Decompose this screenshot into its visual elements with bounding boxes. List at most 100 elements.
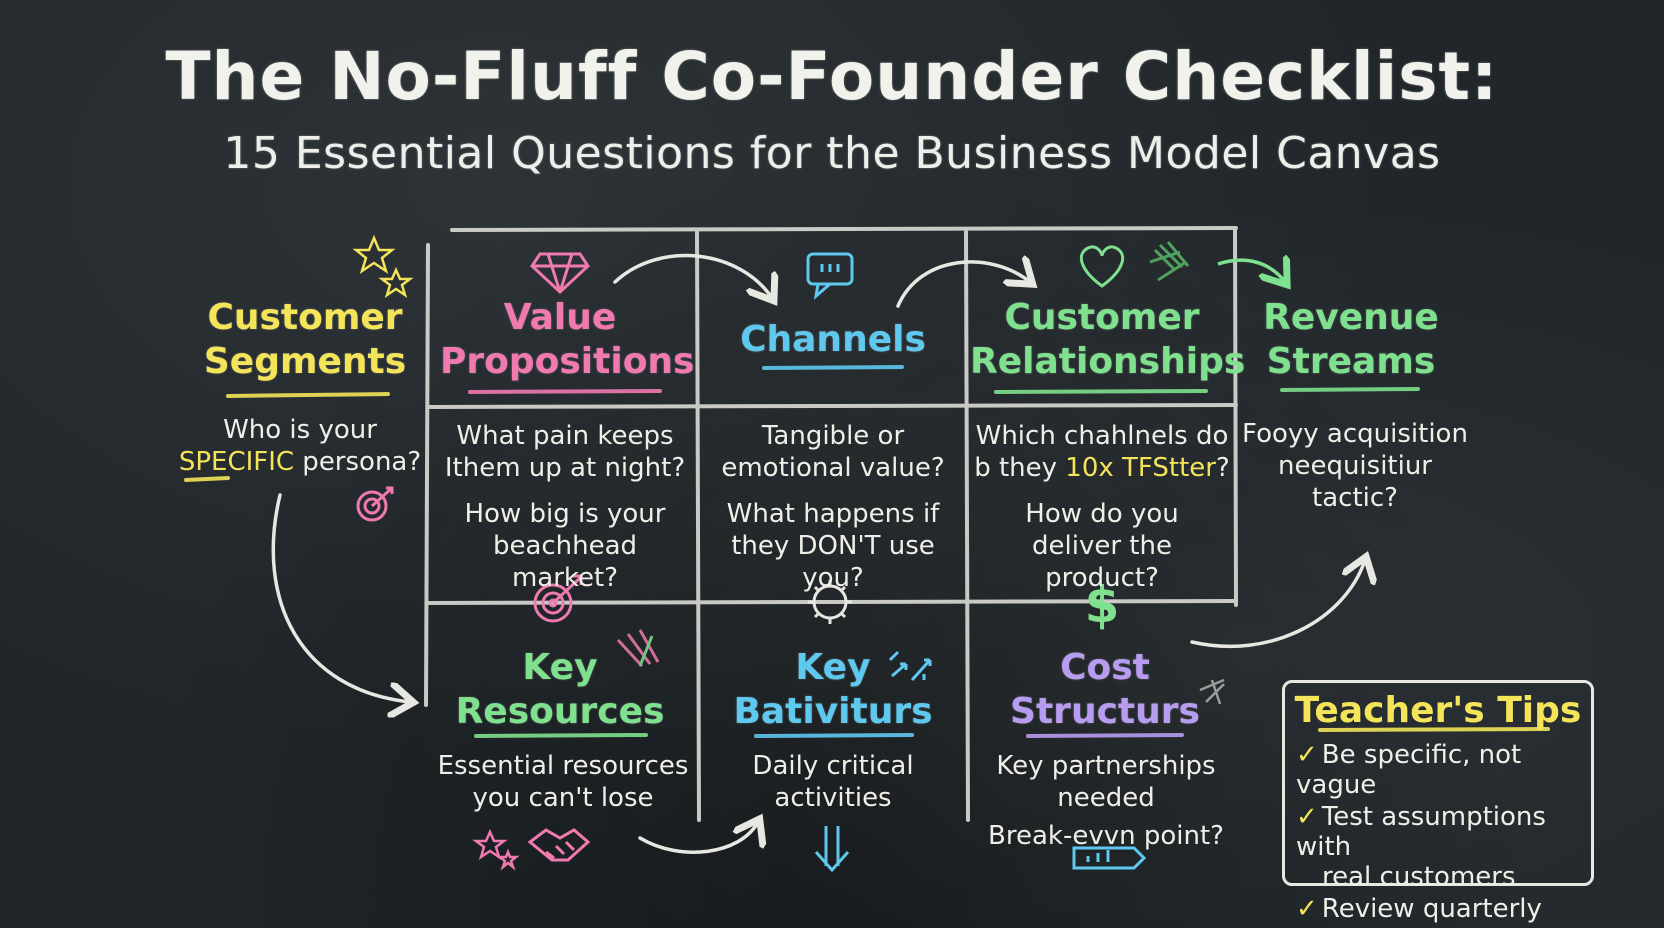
spark-icon [888,650,932,682]
heading-line: Customer [1004,297,1200,338]
heading-line: Bativiturs [733,691,933,732]
heading-line: Cost [1060,647,1150,688]
channels-heading: Channels [740,319,926,360]
question-line: Ithem up at night? [444,453,686,483]
heading-line: Key [795,647,871,688]
heading-line: Segments [203,341,407,382]
heading-line: Revenue [1263,297,1439,338]
chalk-scribble [1199,678,1225,705]
question-line: Essential resources [437,751,689,781]
flow-arrow [896,262,1030,308]
question-line: tactic? [1312,483,1398,513]
flow-arrow [271,493,410,702]
customer-relationships-question: How do you deliver the product? [974,498,1230,594]
revenue-streams-heading: Revenue Streams [1240,296,1462,384]
teachers-tips-box [1282,680,1594,886]
flow-arrow [1190,560,1365,649]
question-line: emotional value? [721,453,945,483]
battery-icon [1072,846,1147,870]
question-text: b they [974,453,1066,483]
key-activities-question: Daily critical activities [706,750,960,814]
handshake-icon [527,828,591,862]
cost-structure-question: Key partnerships needed [976,750,1236,814]
value-propositions-question: How big is your beachhead market? [440,498,690,594]
question-line: What pain keeps [456,421,674,451]
question-line: Key partnerships [996,751,1216,781]
tip-text: Review quarterly [1321,894,1542,924]
heading-line: Propositions [440,341,695,382]
customer-segments-heading: Customer Segments [190,296,420,384]
tip-item: ✓Review quarterly [1296,894,1588,924]
question-line: needed [1057,783,1155,813]
teachers-tips-title: Teacher's Tips [1294,690,1582,731]
lightning-icon [616,629,660,668]
question-line: deliver the product? [1032,531,1172,593]
tip-text: Be specific, not vague [1296,740,1522,800]
cost-structure-heading: Cost Structurs [980,646,1230,734]
gear-icon [808,580,852,624]
download-arrow-icon [814,826,850,873]
cost-structure-question: Break-evvn point? [988,821,1224,851]
diamond-icon [530,252,590,295]
heading-line: Relationships [970,341,1246,382]
channels-question: What happens if they DON'T use you? [706,498,960,594]
channels-question: Tangible or emotional value? [706,420,960,484]
question-line: Tangible or [761,421,905,451]
flow-arrow [638,822,758,854]
dollar-icon: $ [1085,576,1120,634]
customer-relationships-question: Which chahlnels do b they 10x TFStter? [974,420,1230,484]
heading-line: Key [522,647,598,688]
key-resources-question: Essential resources you can't lose [436,750,690,814]
checkmark-icon: ✓ [1296,802,1318,832]
tip-item: ✓Test assumptions with [1296,802,1588,862]
question-line: Daily critical [752,751,914,781]
question-line: neequisitiur [1277,451,1433,481]
flow-arrow [613,253,772,298]
key-activities-heading: Key Bativiturs [710,646,956,734]
checkmark-icon: ✓ [1296,740,1318,770]
key-resources-heading: Key Resources [440,646,680,734]
question-line: activities [774,783,892,813]
star-icon [352,234,414,298]
target-icon [356,486,394,522]
highlight-text: 10x TFStter [1065,453,1216,483]
question-line: Which chahlnels do [975,421,1229,451]
question-line: you can't lose [472,783,654,813]
question-line: beachhead market? [492,531,638,593]
tip-item: ✓Be specific, not vague [1296,740,1588,800]
teachers-tips-list: ✓Be specific, not vague ✓Test assumption… [1296,740,1588,924]
revenue-streams-question: Fooyy acquisition neequisitiur tactic? [1240,418,1470,514]
value-propositions-question: What pain keeps Ithem up at night? [440,420,690,484]
target-icon [533,574,583,623]
page-title: The No-Fluff Co-Founder Checklist: [165,38,1499,115]
page-subtitle: 15 Essential Questions for the Business … [223,128,1441,179]
heading-line: Structurs [1010,691,1200,732]
chalk-scribble [1149,241,1190,282]
question-line: SPECIFIC persona? [165,446,435,478]
heading-line: Customer [207,297,403,338]
chat-bubble-icon [806,252,854,300]
question-line: b they 10x TFStter? [974,452,1230,484]
customer-relationships-heading: Customer Relationships [970,296,1246,384]
question-text: persona? [294,447,422,477]
question-line: How do you [1025,499,1179,529]
question-text: ? [1215,453,1230,483]
question-line: Who is your [223,415,377,445]
tip-item-continued: real customers [1322,862,1516,892]
heading-line: Streams [1266,341,1436,382]
question-line: What happens if [726,499,940,529]
customer-segments-question: Who is your SPECIFIC persona? [165,414,435,478]
flow-arrow [1217,260,1285,282]
heart-icon [1079,245,1125,288]
question-line: Fooyy acquisition [1242,419,1468,449]
highlight-text: SPECIFIC [178,447,295,477]
heading-line: Value [503,297,617,338]
checkmark-icon: ✓ [1296,894,1318,924]
value-propositions-heading: Value Propositions [440,296,695,384]
heading-line: Resources [455,691,665,732]
question-line: they DON'T use you? [731,531,935,593]
question-line: How big is your [464,499,666,529]
tip-text: Test assumptions with [1296,802,1546,862]
star-icon [472,828,520,871]
